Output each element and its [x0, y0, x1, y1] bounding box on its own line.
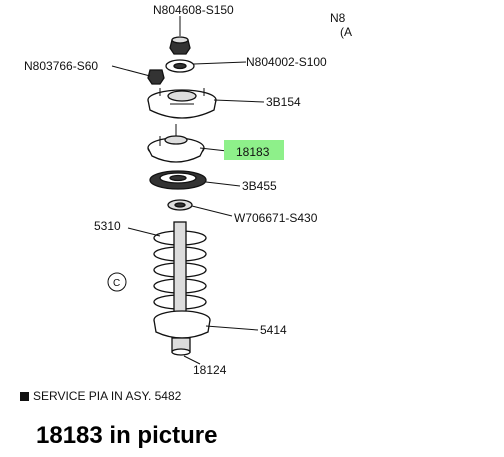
leader-spring [127, 227, 161, 237]
label-corner-top: N8 [330, 11, 346, 25]
caption: 18183 in picture [36, 422, 218, 449]
leader-washer-left [111, 65, 151, 77]
label-strut: 18124 [193, 363, 227, 377]
leader-small-part [191, 205, 233, 217]
label-spring: 5310 [94, 219, 121, 233]
label-washer-right: N804002-S100 [246, 55, 327, 69]
top-washer [165, 59, 195, 73]
label-corner-sub: (A [340, 25, 352, 39]
left-nut [147, 69, 165, 85]
part-18183 [147, 124, 205, 163]
footer-note: SERVICE PIA IN ASY. 5482 [20, 389, 181, 403]
label-small-part: W706671-S430 [234, 211, 318, 225]
highlight-box [224, 140, 284, 160]
bullet-square-icon [20, 391, 29, 401]
leader-bearing [205, 181, 241, 187]
label-bearing: 3B455 [242, 179, 277, 193]
leader-seat [205, 325, 259, 331]
label-view-marker: C [113, 278, 120, 289]
footer-note-text: SERVICE PIA IN ASY. 5482 [33, 389, 182, 403]
strut-body [171, 337, 191, 356]
leader-mount [213, 99, 265, 103]
coil-spring [153, 221, 207, 313]
leader-strut [183, 355, 201, 365]
upper-mount [147, 88, 217, 119]
label-nut-top: N804608-S150 [153, 3, 234, 17]
bearing-3B455 [149, 170, 207, 190]
label-highlighted-part: 18183 [236, 145, 270, 159]
lower-seat [153, 310, 211, 339]
leader-washer-right [193, 61, 247, 65]
small-bushing [167, 199, 193, 211]
top-nut [169, 22, 191, 55]
view-marker-circle [107, 272, 127, 292]
label-mount: 3B154 [266, 95, 301, 109]
label-seat: 5414 [260, 323, 287, 337]
label-washer-left: N803766-S60 [24, 59, 98, 73]
